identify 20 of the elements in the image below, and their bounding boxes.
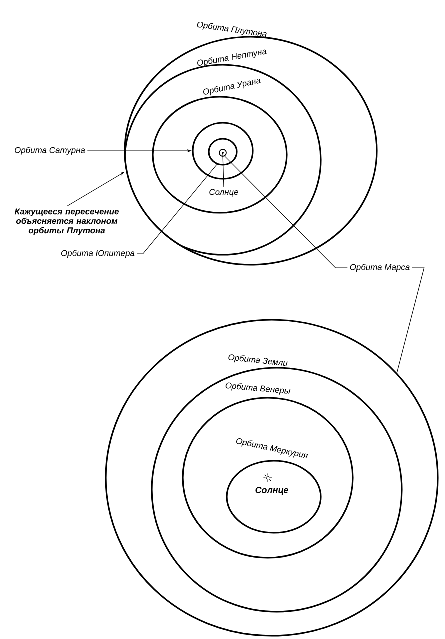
leader-label: Орбита Марса [350,264,410,272]
leader-label: Орбита Юпитера [61,250,135,258]
leader-label: Кажущееся пересечение объясняется наклоном орбиты Плутона [14,208,119,236]
leader-label: Орбита Сатурна [15,147,86,155]
orbit-ellipse [208,138,238,166]
orbit-label: Орбита Меркурия [236,438,308,459]
leader-line [396,268,425,374]
orbit-label: Орбита Нептуна [198,50,267,67]
leader-line [222,154,224,188]
orbit-label: Орбита Плутона [197,22,267,38]
orbit-label: Орбита Земли [228,354,288,366]
leader-line [136,164,218,254]
sun-label: Солнце [256,486,288,496]
orbit-label: Орбита Венеры [226,382,291,395]
orbit-label: Орбита Урана [204,78,261,96]
orbit-ellipse [105,319,439,637]
orbit-ellipse [219,149,227,157]
leader-line [224,156,348,268]
leader-label: Солнце [210,189,238,197]
orbit-ellipse [192,122,254,180]
